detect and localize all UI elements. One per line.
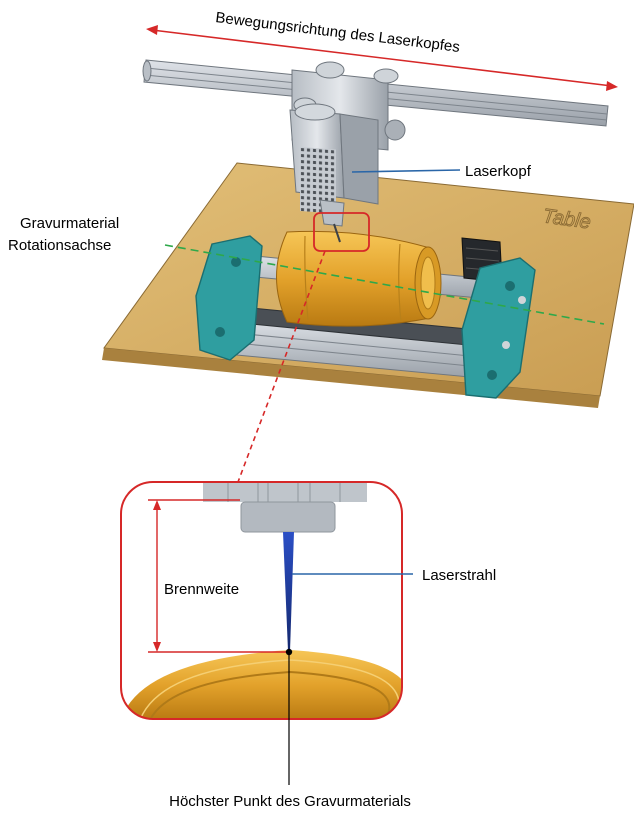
- material-axis-label-line1: Gravurmaterial: [20, 215, 119, 232]
- zoom-target-box: [313, 212, 370, 252]
- highest-point-marker: [285, 648, 293, 785]
- laser-head-label: Laserkopf: [465, 163, 532, 180]
- laser-head: [289, 61, 406, 243]
- highest-point-label: Höchster Punkt des Gravurmaterials: [169, 793, 411, 810]
- focal-length-dimension: [148, 499, 288, 653]
- focal-length-label: Brennweite: [164, 581, 239, 598]
- movement-direction-label: Bewegungsrichtung des Laserkopfes: [215, 9, 461, 56]
- material-axis-label-line2: Rotationsachse: [8, 237, 111, 254]
- laser-beam-label: Laserstrahl: [422, 567, 496, 584]
- movement-direction-arrow: [146, 25, 618, 91]
- rotation-axis-line: [164, 244, 605, 325]
- rotary-side-plates: [195, 235, 536, 399]
- engraving-material-cylinder: [276, 230, 442, 327]
- focal-detail-callout: [120, 481, 403, 720]
- laser-head-callout: [351, 169, 461, 173]
